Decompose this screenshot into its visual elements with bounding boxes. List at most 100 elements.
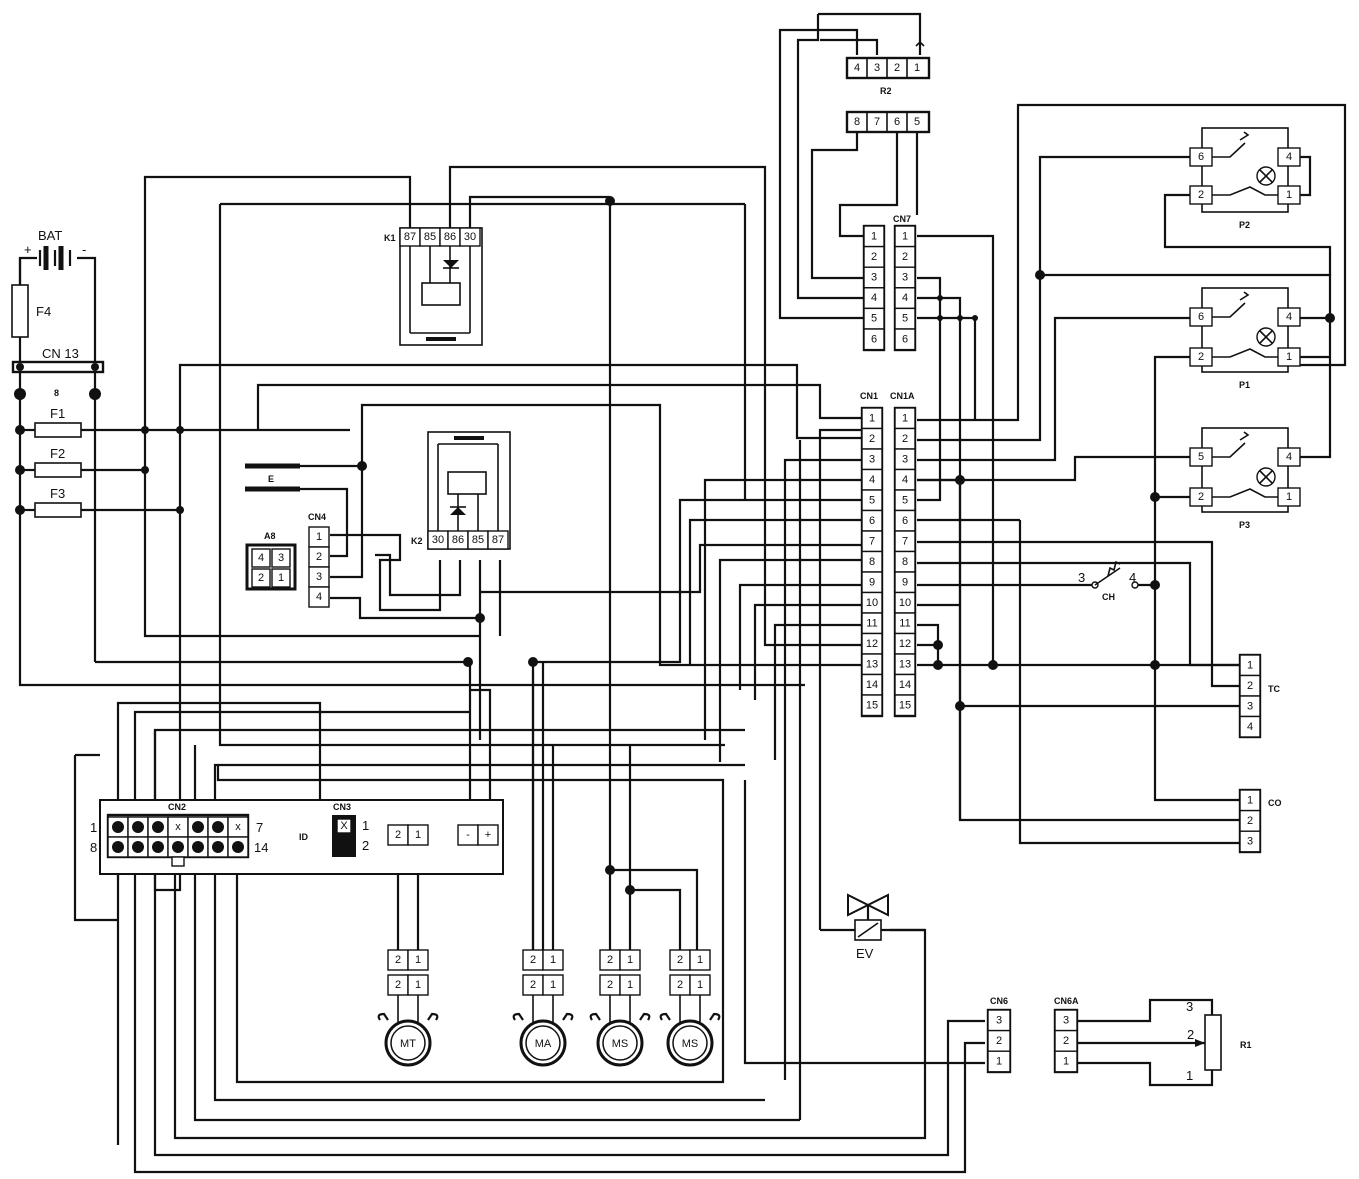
- motor-0-conn-a-label-1: 2: [395, 979, 401, 991]
- cn3-pin1: 1: [362, 818, 369, 833]
- cn3-label: CN3: [333, 802, 351, 812]
- cn7-label: CN7: [893, 214, 911, 224]
- cn2-n7: 7: [256, 820, 263, 835]
- cn1a-pin-7: 8: [902, 556, 908, 568]
- cn1a-pin-4: 5: [902, 494, 908, 506]
- cn2-pin-0-0: [112, 821, 124, 833]
- bat-label: BAT: [38, 228, 62, 243]
- co-pin-0: 1: [1247, 794, 1253, 806]
- connector-co: 123 CO: [1238, 788, 1282, 854]
- cn6-pin-0: 3: [996, 1014, 1002, 1026]
- motor-0-ring: [390, 1025, 426, 1061]
- cn7-right-pin-4: 5: [902, 313, 908, 325]
- cn1a-pin-5: 6: [902, 515, 908, 527]
- cn1a-pin-8: 9: [902, 576, 908, 588]
- cn1-pin-7: 8: [869, 556, 875, 568]
- r2-top-0: 4: [854, 62, 860, 74]
- cn2-pin-1-4: [192, 841, 204, 853]
- cn1-pin-3: 4: [869, 474, 875, 486]
- cn1-pin-0: 1: [869, 412, 875, 424]
- cn2-label: CN2: [168, 802, 186, 812]
- cn4-pin-3: 4: [316, 591, 322, 603]
- motor-2-conn-b-0: [619, 949, 641, 971]
- cn7-left-pin-0: 1: [871, 230, 877, 242]
- cn1-pin-5: 6: [869, 515, 875, 527]
- f1-label: F1: [50, 406, 65, 421]
- motor-0-conn-b-label-1: 1: [415, 979, 421, 991]
- cn2-pin-1-3: [172, 841, 184, 853]
- cn1a-pin-6: 7: [902, 535, 908, 547]
- cn2-n8: 8: [90, 840, 97, 855]
- cn1a-label: CN1A: [890, 391, 915, 401]
- cn1a-pin-12: 13: [899, 658, 911, 670]
- f2-label: F2: [50, 446, 65, 461]
- switch-ch: 3 4 CH: [1078, 560, 1139, 602]
- cn7-left-pin-4: 5: [871, 313, 877, 325]
- cn2-pin-0-6: x: [235, 821, 241, 833]
- tc-pin-0: 1: [1247, 659, 1253, 671]
- a8-pin-1: 3: [278, 552, 284, 564]
- connector-cn13: CN 13 8: [11, 346, 105, 400]
- k1-pin-2: 86: [444, 231, 456, 243]
- r2-bot-3: 5: [914, 116, 920, 128]
- e-label: E: [268, 474, 274, 484]
- fuse-f2: F2: [15, 446, 82, 478]
- motor-1-conn-b-label-1: 1: [550, 979, 556, 991]
- cn2-pin-1-2: [152, 841, 164, 853]
- tc-label: TC: [1268, 684, 1280, 694]
- motor-0-conn-a-label-0: 2: [395, 954, 401, 966]
- cn1-pin-6: 7: [869, 535, 875, 547]
- cn4-pin-1: 2: [316, 551, 322, 563]
- k2-pin-2: 85: [472, 534, 484, 546]
- cn1-pin-2: 3: [869, 453, 875, 465]
- connector-cn6: 321 CN6: [986, 996, 1012, 1074]
- motor-1-body: [519, 1019, 567, 1067]
- cn1-pin-13: 14: [866, 679, 878, 691]
- k2-label: K2: [411, 536, 423, 546]
- tc-pin-1: 2: [1247, 680, 1253, 692]
- p3-pin-0: 5: [1198, 451, 1204, 463]
- power-minus: -: [466, 829, 470, 841]
- motor-1-conn-b-0: [542, 949, 564, 971]
- cn7-left-pin-2: 3: [871, 272, 877, 284]
- cn1a-pin-13: 14: [899, 679, 911, 691]
- r1-p1: 1: [1186, 1068, 1193, 1083]
- cn6a-pin-1: 2: [1063, 1035, 1069, 1047]
- cn3-x: X: [340, 820, 348, 832]
- cn2-pin-0-1: [132, 821, 144, 833]
- cn2-pin-1-1: [132, 841, 144, 853]
- cn1a-pin-box-14: [894, 694, 916, 717]
- motor-3-conn-a-label-0: 2: [677, 954, 683, 966]
- r2-top-2: 2: [894, 62, 900, 74]
- cn13-label: CN 13: [42, 346, 79, 361]
- motor-3-conn-a-label-1: 2: [677, 979, 683, 991]
- r2-bot-0: 8: [854, 116, 860, 128]
- co-label: CO: [1268, 798, 1282, 808]
- r2-top-1: 3: [874, 62, 880, 74]
- k1-pin-3: 30: [464, 231, 476, 243]
- tc-pin-3: 4: [1247, 721, 1253, 733]
- cn13-pin: 8: [54, 388, 59, 398]
- motor-1-label: MA: [535, 1038, 552, 1050]
- cn7-right-pin-box-5: [894, 328, 916, 351]
- motor-3-label: MS: [682, 1038, 699, 1050]
- cn7-left-pin-3: 4: [871, 292, 877, 304]
- motor-1-conn-a-label-1: 2: [530, 979, 536, 991]
- cn1-pin-12: 13: [866, 658, 878, 670]
- p3-pin-3: 1: [1286, 491, 1292, 503]
- p2-pin-2: 2: [1198, 189, 1204, 201]
- motor-0-conn-b-0: [407, 949, 429, 971]
- p3-label: P3: [1239, 520, 1250, 530]
- switch-p2: 6 4 2 1 P2: [1189, 127, 1301, 230]
- motor-1-conn-a-label-0: 2: [530, 954, 536, 966]
- motor-2-conn-a-label-0: 2: [607, 954, 613, 966]
- sensor-e: E: [245, 463, 300, 492]
- cn1-pin-9: 10: [866, 597, 878, 609]
- cn3-pin2: 2: [362, 838, 369, 853]
- connector-a8: 4 3 2 1 A8: [245, 531, 297, 591]
- cn1-pin-11: 12: [866, 638, 878, 650]
